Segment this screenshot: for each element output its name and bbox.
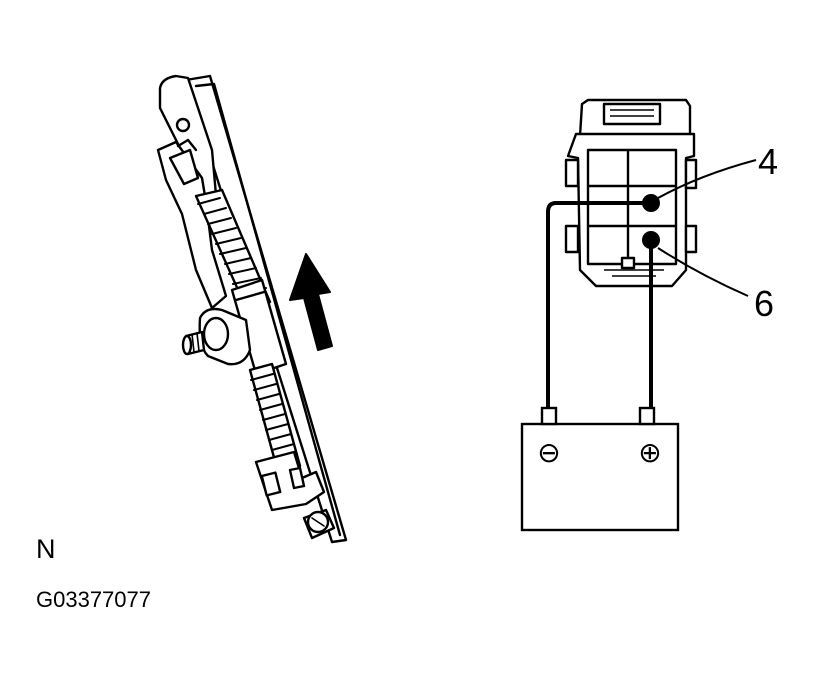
- callout-4-label: 4: [758, 141, 778, 182]
- negative-test-wire: [546, 201, 651, 410]
- callout-4-leader: [657, 159, 757, 199]
- callout-6-label: 6: [754, 283, 774, 324]
- seat-adjuster-icon: [156, 74, 348, 544]
- battery-positive-terminal: ⊕: [638, 436, 661, 469]
- callout-6-leader: [657, 247, 749, 297]
- figure-id: G03377077: [36, 587, 151, 612]
- battery-icon: [520, 406, 680, 532]
- connector-icon: [564, 98, 698, 288]
- battery-negative-terminal: ⊖: [537, 436, 560, 469]
- arrow-up-icon: [289, 253, 333, 351]
- view-letter: N: [36, 534, 56, 564]
